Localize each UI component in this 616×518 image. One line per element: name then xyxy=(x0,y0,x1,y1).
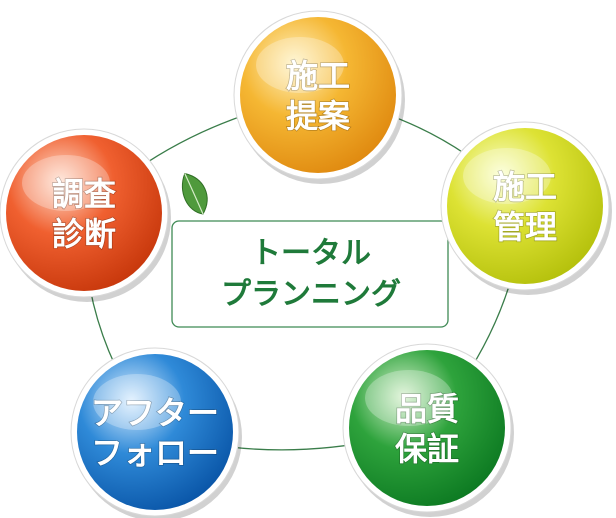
node-disc xyxy=(447,128,603,284)
node-label-line-1: 施工 xyxy=(493,168,557,206)
node-label-line-2: フォロー xyxy=(91,434,219,472)
node-highlight xyxy=(463,148,551,204)
node-label-line-2: 提案 xyxy=(286,97,351,135)
node-disc xyxy=(77,354,233,510)
node-disc xyxy=(240,17,396,173)
leaf-icon xyxy=(181,172,208,215)
center-title-line-1: トータル xyxy=(251,236,371,271)
node-highlight xyxy=(365,370,453,426)
node-label-line-2: 管理 xyxy=(493,208,557,246)
node-highlight xyxy=(22,155,110,211)
node-label-line-2: 保証 xyxy=(395,430,459,468)
node-disc xyxy=(349,350,505,506)
center-title-line-2: プランニング xyxy=(221,277,401,312)
center-box: トータル プランニング xyxy=(171,220,449,328)
node-highlight xyxy=(256,37,344,93)
node-highlight xyxy=(93,374,181,430)
node-label-line-1: 品質 xyxy=(395,390,459,428)
node-disc xyxy=(6,135,162,291)
node-label-line-2: 診断 xyxy=(52,215,116,253)
node-label-line-1: アフター xyxy=(91,394,219,432)
node-label-line-1: 調査 xyxy=(52,175,116,213)
node-label-line-1: 施工 xyxy=(286,57,350,95)
center-box-frame xyxy=(171,220,449,328)
